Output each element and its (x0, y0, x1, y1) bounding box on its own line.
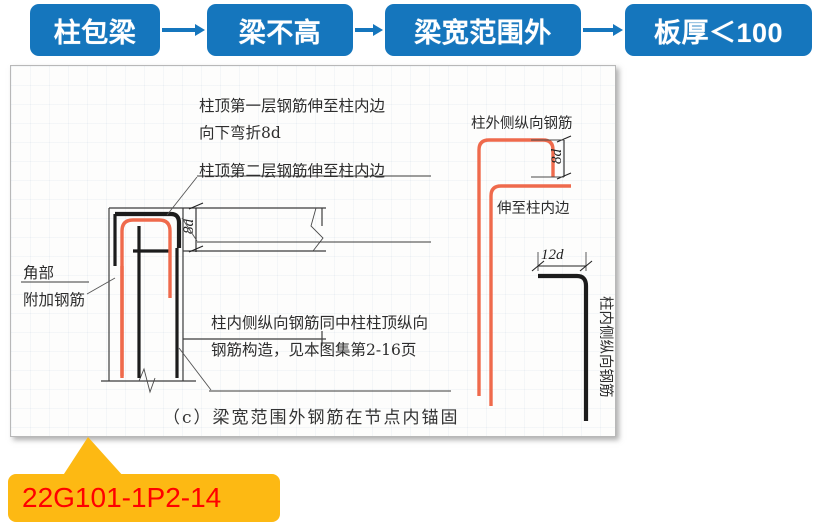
flow-arrow-2 (355, 24, 383, 36)
break-symbol-beam-upper (310, 207, 324, 252)
dim-tick-12d-left (531, 260, 545, 272)
leader-corner-bar (86, 277, 116, 295)
reference-callout-label: 22G101-1P2-14 (22, 482, 222, 513)
break-symbol-column (138, 367, 156, 394)
reference-callout[interactable]: 22G101-1P2-14 (8, 474, 280, 522)
flow-step-3[interactable]: 梁宽范围外 (385, 4, 581, 56)
label-extend-to-inner: 伸至柱内边 (497, 200, 570, 217)
dim-tick-top-right (556, 135, 572, 143)
flow-step-2[interactable]: 梁不高 (207, 4, 353, 56)
leader-inner-note (178, 347, 212, 391)
leader-first-layer (166, 176, 198, 216)
label-corner-bar-line2: 附加钢筋 (23, 291, 85, 309)
dim-label-8d-right: 8d (549, 149, 565, 165)
label-first-layer-line2: 向下弯折8d (199, 124, 281, 142)
leader-second-layer (181, 217, 198, 242)
rebar-outer-longitudinal-second (489, 184, 571, 406)
rebar-outer-longitudinal (477, 138, 555, 396)
construction-detail-diagram: 8d 角部 附加钢筋 柱顶第一层钢筋伸至柱内边 向下弯折8d 柱顶第二层钢筋伸至… (10, 65, 616, 437)
label-inner-note-line1: 柱内侧纵向钢筋同中柱柱顶纵向 (211, 314, 428, 332)
label-inner-note-line2: 钢筋构造，见本图集第2-16页 (211, 341, 416, 359)
diagram-drawing: 8d 角部 附加钢筋 柱顶第一层钢筋伸至柱内边 向下弯折8d 柱顶第二层钢筋伸至… (21, 97, 614, 428)
label-first-layer-line1: 柱顶第一层钢筋伸至柱内边 (199, 97, 386, 115)
label-corner-bar-line1: 角部 (23, 264, 54, 282)
arrow-head-icon (373, 24, 383, 36)
arrow-shaft (162, 28, 196, 32)
flow-arrow-1 (162, 24, 205, 36)
arrow-shaft (583, 28, 614, 32)
arrow-head-icon (613, 24, 623, 36)
label-inner-bar-vertical: 柱内侧纵向钢筋 (597, 296, 614, 398)
flow-step-1[interactable]: 柱包梁 (30, 4, 160, 56)
arrow-head-icon (195, 24, 205, 36)
rebar-corner-additional (120, 218, 172, 376)
dim-tick-12d-right (579, 260, 593, 272)
flow-step-4[interactable]: 板厚＜100 (625, 4, 812, 56)
dim-label-12d: 12d (541, 247, 564, 263)
process-flow-chain: 柱包梁 梁不高 梁宽范围外 板厚＜100 (0, 0, 817, 62)
rebar-first-layer (115, 211, 182, 248)
diagram-caption: （c）梁宽范围外钢筋在节点内锚固 (163, 408, 460, 428)
dim-tick-top-left (188, 202, 204, 210)
label-second-layer: 柱顶第二层钢筋伸至柱内边 (199, 162, 386, 180)
flow-arrow-3 (583, 24, 623, 36)
rebar-inner-longitudinal (538, 273, 589, 421)
arrow-shaft (355, 28, 374, 32)
label-outer-bar: 柱外侧纵向钢筋 (471, 115, 573, 132)
callout-tail-pointer (62, 437, 124, 477)
